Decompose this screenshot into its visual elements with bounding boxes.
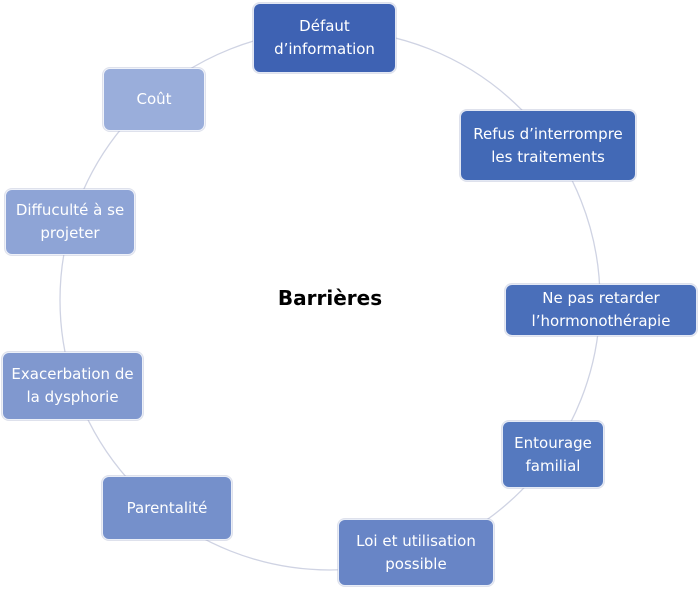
node-entourage-familial: Entourage familial <box>502 421 604 488</box>
node-refus-interrompre: Refus d’interrompre les traitements <box>460 110 636 181</box>
node-line: Parentalité <box>126 498 208 517</box>
node-retarder-hormonotherapie: Ne pas retarder l’hormonothérapie <box>505 284 697 336</box>
node-line: Ne pas retarder <box>542 289 660 307</box>
node-cout: Coût <box>103 68 205 131</box>
node-line: d’information <box>274 40 375 58</box>
node-parentalite: Parentalité <box>102 476 232 540</box>
node-line: Exacerbation de <box>11 365 134 383</box>
node-line: Diffuculté à se <box>15 201 125 219</box>
node-defaut-information: Défaut d’information <box>253 3 396 73</box>
node-line: possible <box>385 554 447 573</box>
diagram-title: Barrières <box>277 286 383 310</box>
node-line: Défaut <box>299 17 350 35</box>
node-line: l’hormonothérapie <box>531 312 671 330</box>
node-difficulte-projeter: Diffuculté à se projeter <box>5 189 135 255</box>
node-line: familial <box>525 456 581 475</box>
node-line: la dysphorie <box>26 388 119 406</box>
node-exacerbation-dysphorie: Exacerbation de la dysphorie <box>2 352 143 420</box>
node-line: Coût <box>136 90 172 108</box>
node-line: Refus d’interrompre <box>473 124 623 143</box>
node-loi-utilisation: Loi et utilisation possible <box>338 519 494 586</box>
node-line: Loi et utilisation <box>356 531 476 550</box>
node-line: projeter <box>40 224 100 242</box>
node-line: les traitements <box>491 147 605 166</box>
node-line: Entourage <box>514 433 592 452</box>
